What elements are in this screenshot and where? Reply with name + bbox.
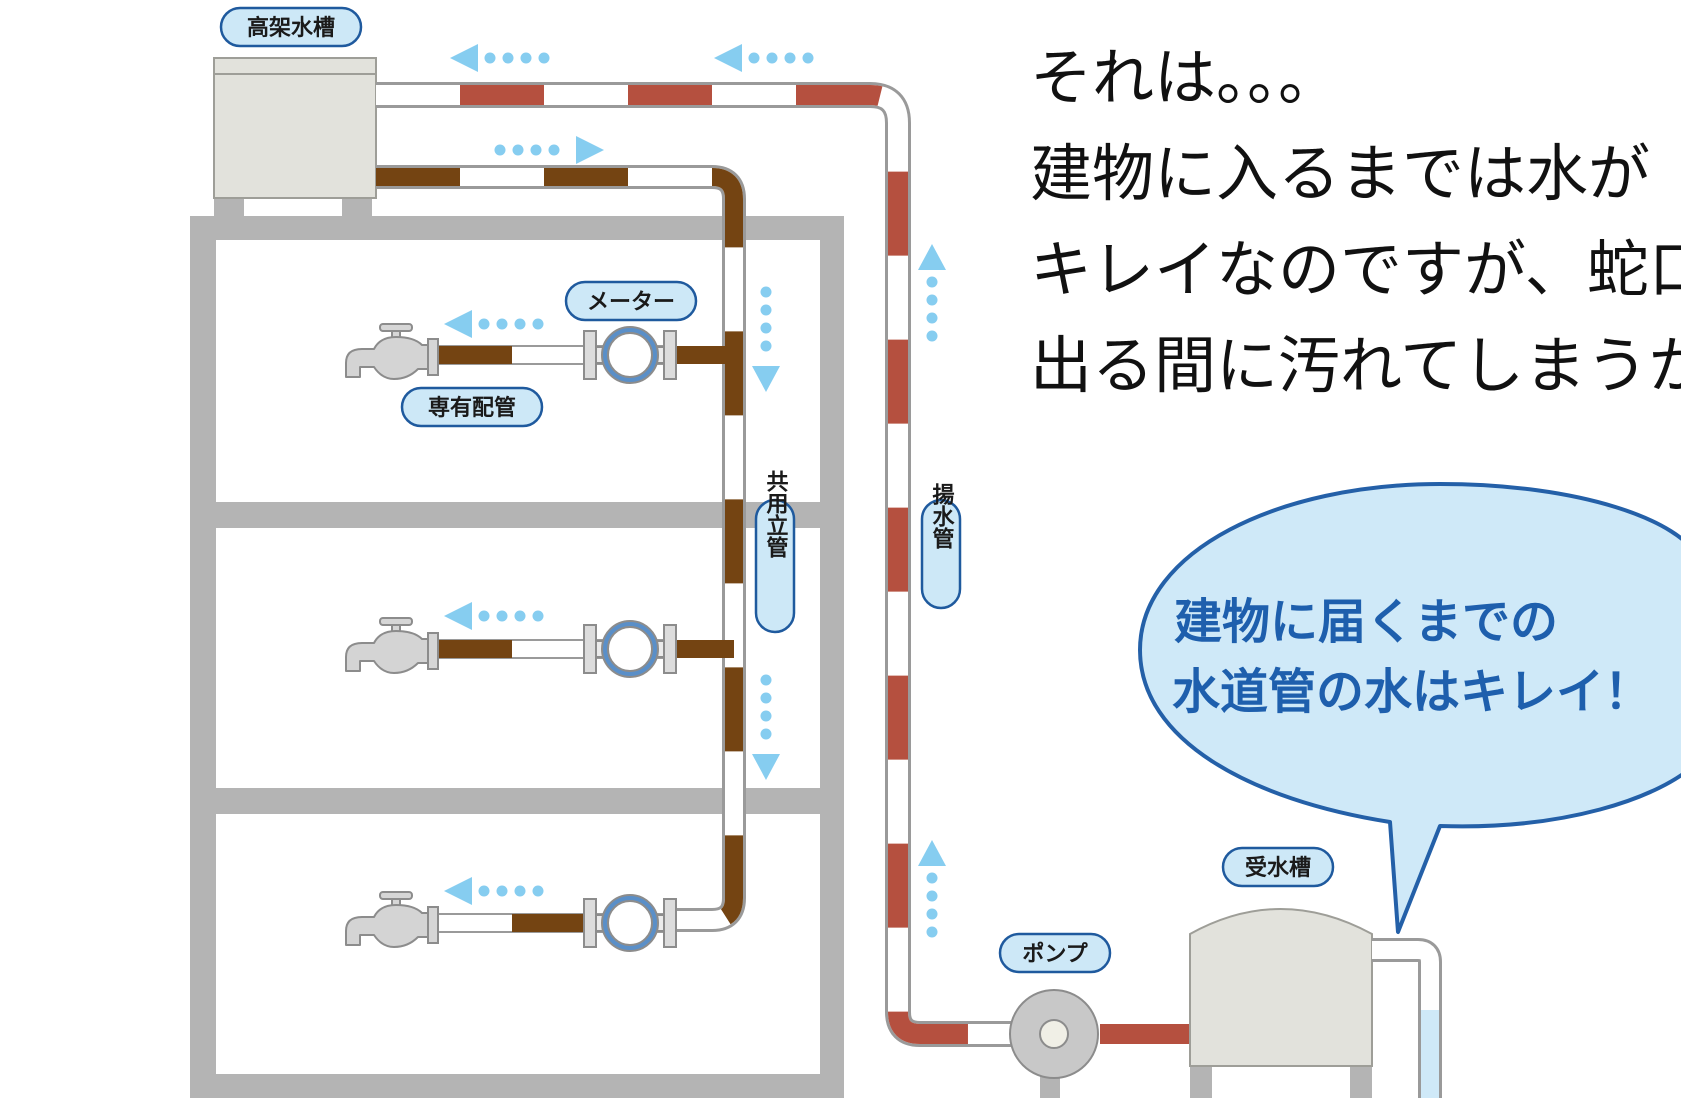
speech-bubble-line-2: 水道管の水はキレイ！	[1172, 664, 1652, 720]
flow-arrow-floor-1	[444, 877, 544, 905]
headline-line-2: 建物に入るまでは水が	[1030, 137, 1651, 210]
flow-arrow-top-right	[714, 44, 814, 72]
label-receiving-tank: 受水槽	[1221, 846, 1335, 888]
elevated-tank	[213, 57, 377, 218]
flow-arrow-riser-down-lower	[752, 674, 780, 780]
label-pump-text: ポンプ	[1022, 941, 1088, 967]
label-pumping-pipe-text: 揚水管	[929, 482, 955, 550]
label-receiving-tank-text: 受水槽	[1245, 855, 1311, 881]
pumping-pipe	[376, 82, 1190, 1047]
riser-pipe	[376, 165, 746, 932]
floor-3	[216, 240, 820, 502]
headline: それは。。。 建物に入るまでは水が キレイなのですが、蛇口 出る間に汚れてしまう…	[1030, 30, 1681, 400]
floor-1	[216, 814, 820, 1074]
flow-arrows	[444, 44, 946, 938]
speech-bubble: 建物に届くまでの 水道管の水はキレイ！	[1138, 482, 1681, 934]
flow-arrow-top-left	[450, 44, 550, 72]
label-meter: メーター	[564, 280, 698, 322]
flow-arrow-riser-right	[494, 136, 604, 164]
label-riser-pipe: 共用立管	[754, 470, 796, 634]
label-elevated-tank-text: 高架水槽	[247, 15, 335, 41]
label-riser-pipe-text: 共用立管	[763, 470, 789, 559]
flow-arrow-riser-down-upper	[752, 286, 780, 392]
label-private-pipe-text: 専有配管	[428, 395, 516, 421]
label-elevated-tank: 高架水槽	[219, 6, 363, 48]
flow-arrow-pumping-up-upper	[918, 244, 946, 342]
receiving-tank	[1189, 908, 1442, 1098]
flow-arrow-floor-2	[444, 602, 544, 630]
label-private-pipe: 専有配管	[400, 386, 544, 428]
speech-bubble-line-1: 建物に届くまでの	[1174, 594, 1558, 650]
flow-arrow-floor-3	[444, 310, 544, 338]
flow-arrow-pumping-up-lower	[918, 840, 946, 938]
headline-line-3: キレイなのですが、蛇口	[1030, 233, 1681, 306]
label-meter-text: メーター	[587, 290, 675, 315]
label-pumping-pipe: 揚水管	[920, 482, 962, 610]
pump	[1009, 989, 1099, 1098]
headline-line-1: それは。。。	[1030, 41, 1341, 114]
label-pump: ポンプ	[998, 932, 1112, 974]
headline-line-4: 出る間に汚れてしまうか	[1030, 329, 1681, 400]
